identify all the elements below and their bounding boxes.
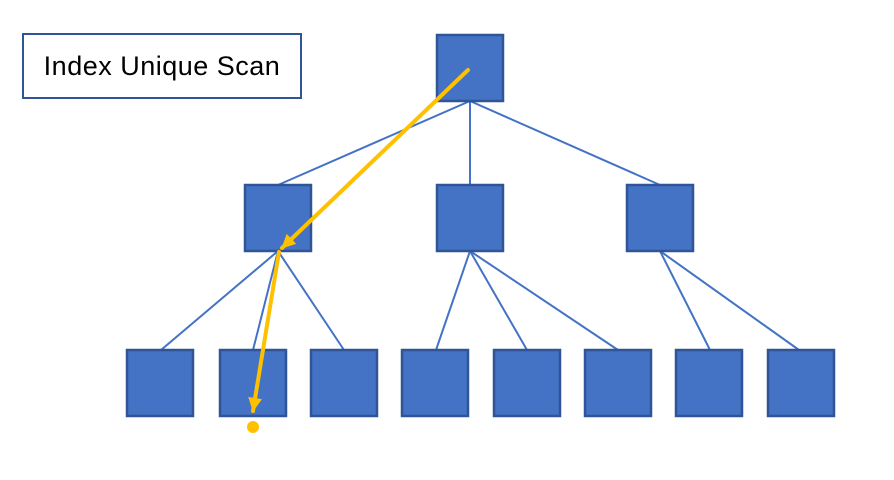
tree-node-leaf-5 (492, 348, 562, 418)
tree-node-leaf-4 (400, 348, 470, 418)
title-label: Index Unique Scan (43, 50, 281, 81)
tree-edge-branch-2-leaf-4 (435, 250, 471, 351)
title-box: Index Unique Scan (22, 33, 302, 99)
tree-node-branch-3 (625, 183, 695, 253)
tree-edge-branch-1-leaf-2 (252, 250, 279, 351)
tree-nodes (125, 33, 836, 418)
tree-edge-branch-1-leaf-1 (160, 250, 279, 351)
tree-edge-branch-1-leaf-3 (277, 250, 345, 351)
connector-lines (160, 100, 800, 351)
tree-node-leaf-8 (766, 348, 836, 418)
tree-node-leaf-1 (125, 348, 195, 418)
tree-edge-root-branch-3 (469, 100, 661, 186)
tree-edge-branch-3-leaf-7 (659, 250, 711, 351)
tree-node-leaf-6 (583, 348, 653, 418)
scan-arrow-segment-1 (280, 68, 470, 250)
tree-node-branch-2 (435, 183, 505, 253)
tree-edge-branch-2-leaf-5 (469, 250, 528, 351)
tree-node-leaf-3 (309, 348, 379, 418)
tree-edge-branch-3-leaf-8 (659, 250, 800, 351)
scan-end-dot (247, 421, 259, 433)
tree-node-branch-1 (243, 183, 313, 253)
tree-edge-root-branch-1 (277, 100, 471, 186)
tree-edge-branch-2-leaf-6 (469, 250, 619, 351)
tree-node-leaf-7 (674, 348, 744, 418)
scan-arrow-segment-2 (248, 250, 281, 413)
scan-path (247, 68, 470, 433)
